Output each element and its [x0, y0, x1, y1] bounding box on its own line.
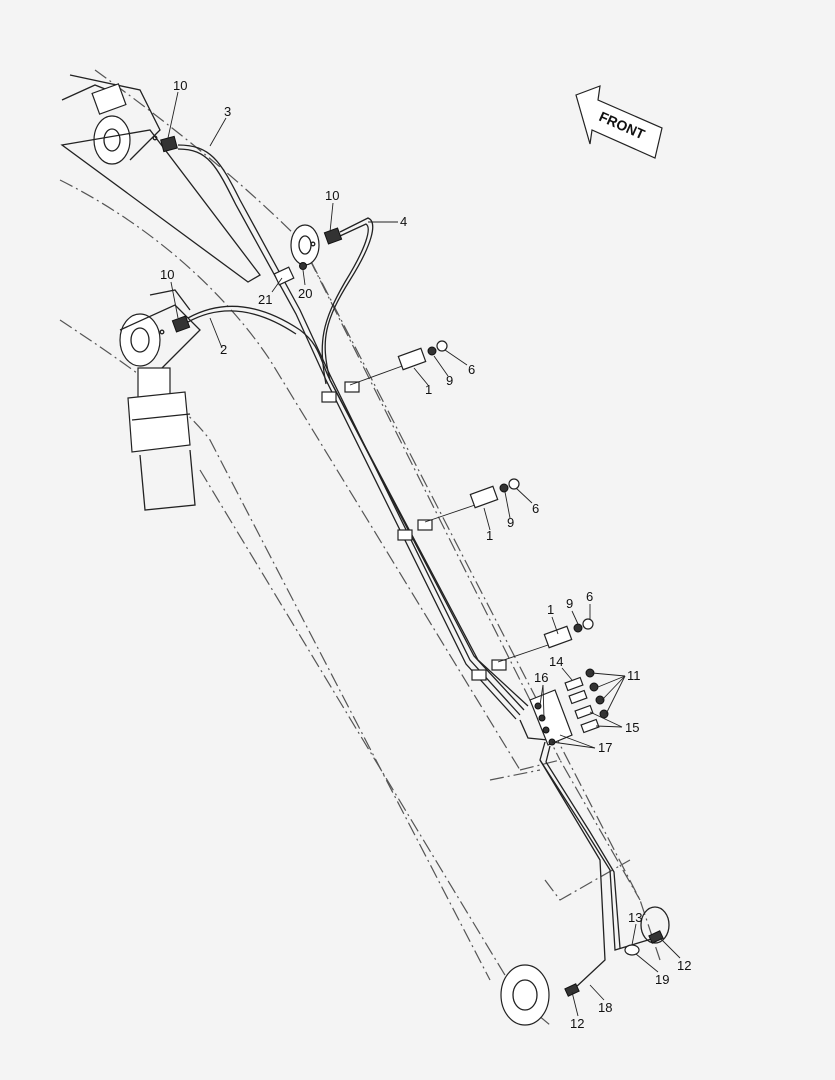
callout-2: 2	[220, 342, 227, 357]
boom-nose-pin	[500, 906, 670, 1026]
front-direction-arrow: FRONT	[575, 85, 663, 159]
fittings	[152, 135, 343, 335]
callout-1: 1	[547, 602, 554, 617]
clamp-assembly-lower	[543, 618, 594, 649]
callout-18: 18	[598, 1000, 612, 1015]
boom-outline	[59, 69, 661, 1026]
callout-labels: 10 3 10 4 21 20 10 2 1 9 6 1 9 6 1 9 6 1…	[160, 78, 691, 1031]
leader-lines	[167, 91, 681, 1017]
hydraulic-lines	[177, 144, 659, 989]
callout-4: 4	[400, 214, 407, 229]
callout-16: 16	[534, 670, 548, 685]
boom-cylinder	[119, 289, 201, 511]
callout-9: 9	[446, 373, 453, 388]
callout-17: 17	[598, 740, 612, 755]
callout-20: 20	[298, 286, 312, 301]
adapters-14-15	[564, 668, 609, 734]
callout-12: 12	[570, 1016, 584, 1031]
clamp-assembly-middle	[469, 478, 520, 509]
callout-15: 15	[625, 720, 639, 735]
callout-9: 9	[566, 596, 573, 611]
end-fittings	[564, 930, 664, 997]
pipe-clamps	[321, 364, 549, 681]
callout-1: 1	[425, 382, 432, 397]
callout-11: 11	[627, 668, 641, 683]
callout-6: 6	[468, 362, 475, 377]
callout-6: 6	[586, 589, 593, 604]
callout-3: 3	[224, 104, 231, 119]
callout-6: 6	[532, 501, 539, 516]
callout-10: 10	[325, 188, 339, 203]
callout-10: 10	[160, 267, 174, 282]
callout-21: 21	[258, 292, 272, 307]
callout-14: 14	[549, 654, 563, 669]
callout-9: 9	[507, 515, 514, 530]
callout-10: 10	[173, 78, 187, 93]
callout-1: 1	[486, 528, 493, 543]
callout-12: 12	[677, 958, 691, 973]
callout-13: 13	[628, 910, 642, 925]
boom-foot-pin	[60, 74, 261, 283]
clamp-assembly-upper	[397, 340, 448, 371]
callout-19: 19	[655, 972, 669, 987]
